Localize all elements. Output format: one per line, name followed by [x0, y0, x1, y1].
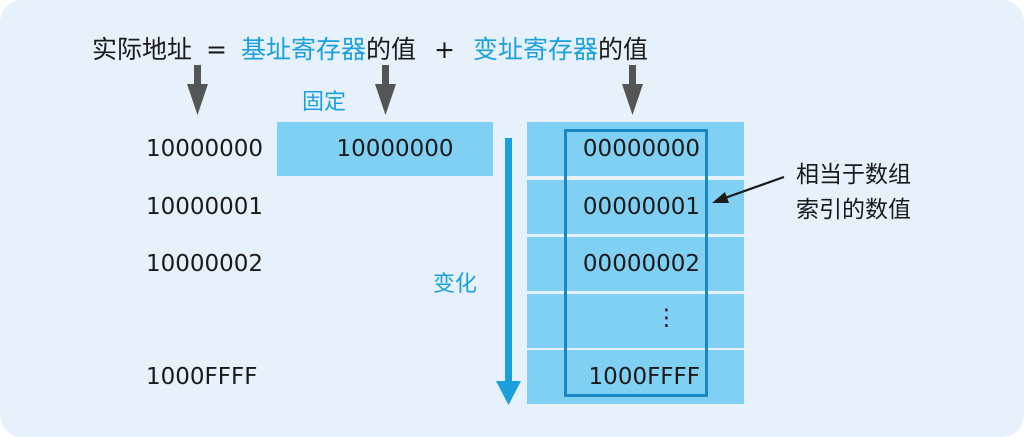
- index-value-2: 00000001: [582, 194, 700, 220]
- annotation-line-2: 索引的数值: [796, 197, 911, 223]
- annotation-pointer-arrow: [712, 175, 785, 203]
- index-value-ellipsis: ⋮: [655, 305, 678, 331]
- address-row-1: 10000000: [146, 136, 264, 162]
- address-formula: 实际地址=基址寄存器的值+变址寄存器的值: [92, 30, 648, 70]
- address-row-2: 10000001: [146, 194, 264, 220]
- array-index-annotation: 相当于数组 索引的数值: [796, 158, 911, 228]
- down-arrow-result: [187, 65, 208, 115]
- index-value-highlight: [564, 129, 708, 397]
- formula-base-register: 基址寄存器: [240, 35, 366, 64]
- base-register-box: 10000000: [277, 122, 493, 176]
- index-value-5: 1000FFFF: [588, 364, 700, 390]
- down-arrow-base: [375, 65, 396, 115]
- formula-index-register: 变址寄存器: [472, 35, 598, 64]
- change-arrow: [496, 138, 521, 405]
- formula-plus: +: [434, 35, 455, 64]
- annotation-line-1: 相当于数组: [796, 162, 911, 188]
- formula-index-suffix: 的值: [597, 35, 648, 64]
- down-arrow-index: [622, 65, 643, 115]
- change-label: 变化: [433, 272, 478, 297]
- formula-base-suffix: 的值: [365, 35, 416, 64]
- formula-result: 实际地址: [92, 35, 193, 64]
- index-value-1: 00000000: [582, 136, 700, 162]
- address-row-4: 1000FFFF: [146, 364, 258, 390]
- fixed-label: 固定: [302, 90, 347, 115]
- base-register-value: 10000000: [336, 136, 454, 162]
- address-row-3: 10000002: [146, 251, 264, 277]
- formula-equals: =: [206, 35, 227, 64]
- index-value-3: 00000002: [582, 251, 700, 277]
